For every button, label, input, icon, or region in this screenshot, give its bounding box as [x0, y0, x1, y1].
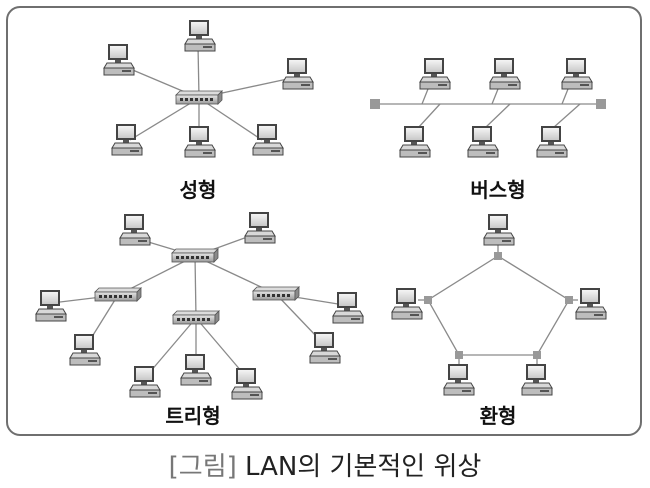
computer-icon: [483, 213, 515, 246]
star-link: [198, 97, 263, 141]
bus-drop: [417, 103, 441, 129]
bus-terminator-icon: [370, 99, 380, 109]
computer-icon: [111, 123, 143, 156]
computer-icon: [391, 287, 423, 320]
hub-icon: [252, 286, 300, 301]
computer-icon: [332, 291, 364, 324]
tree-link: [195, 317, 243, 373]
computer-icon: [309, 331, 341, 364]
hub-icon: [171, 248, 219, 263]
computer-icon: [575, 287, 607, 320]
computer-icon: [282, 57, 314, 90]
computer-icon: [244, 211, 276, 244]
caption-prefix: [그림]: [168, 452, 237, 482]
tree-link: [149, 317, 197, 373]
computer-icon: [536, 125, 568, 158]
bus-drop: [484, 103, 511, 129]
computer-icon: [489, 57, 521, 90]
computer-icon: [561, 57, 593, 90]
star-label: 성형: [179, 178, 217, 202]
hub-icon: [94, 287, 142, 302]
ring-node-icon: [424, 296, 432, 304]
computer-icon: [399, 125, 431, 158]
ring-node-icon: [455, 351, 463, 359]
tree-label: 트리형: [165, 404, 221, 428]
computer-icon: [443, 363, 475, 396]
computer-icon: [231, 367, 263, 400]
tree-link: [194, 255, 197, 319]
tree-link: [275, 293, 319, 339]
computer-icon: [184, 125, 216, 158]
computer-icon: [521, 363, 553, 396]
bus-drop: [552, 103, 581, 129]
computer-icon: [129, 365, 161, 398]
computer-icon: [467, 125, 499, 158]
ring-node-icon: [533, 351, 541, 359]
bus-terminator-icon: [596, 99, 606, 109]
figure-caption: [그림] LAN의 기본적인 위상: [0, 446, 650, 483]
caption-text: LAN의 기본적인 위상: [245, 452, 482, 482]
ring-node-icon: [494, 252, 502, 260]
tree-link: [89, 294, 119, 341]
computer-icon: [184, 19, 216, 52]
ring-topology: [418, 244, 578, 366]
computer-icon: [119, 213, 151, 246]
hub-icon: [175, 90, 223, 105]
star-link: [129, 97, 200, 141]
computer-icon: [252, 123, 284, 156]
hub-icon: [172, 310, 220, 325]
computer-icon: [35, 289, 67, 322]
bus-label: 버스형: [470, 178, 526, 202]
ring-link: [427, 255, 570, 356]
ring-label: 환형: [479, 404, 517, 428]
computer-icon: [69, 333, 101, 366]
star-link: [197, 44, 200, 99]
computer-icon: [419, 57, 451, 90]
ring-node-icon: [565, 296, 573, 304]
computer-icon: [180, 353, 212, 386]
bus-topology: [375, 83, 601, 129]
computer-icon: [103, 43, 135, 76]
